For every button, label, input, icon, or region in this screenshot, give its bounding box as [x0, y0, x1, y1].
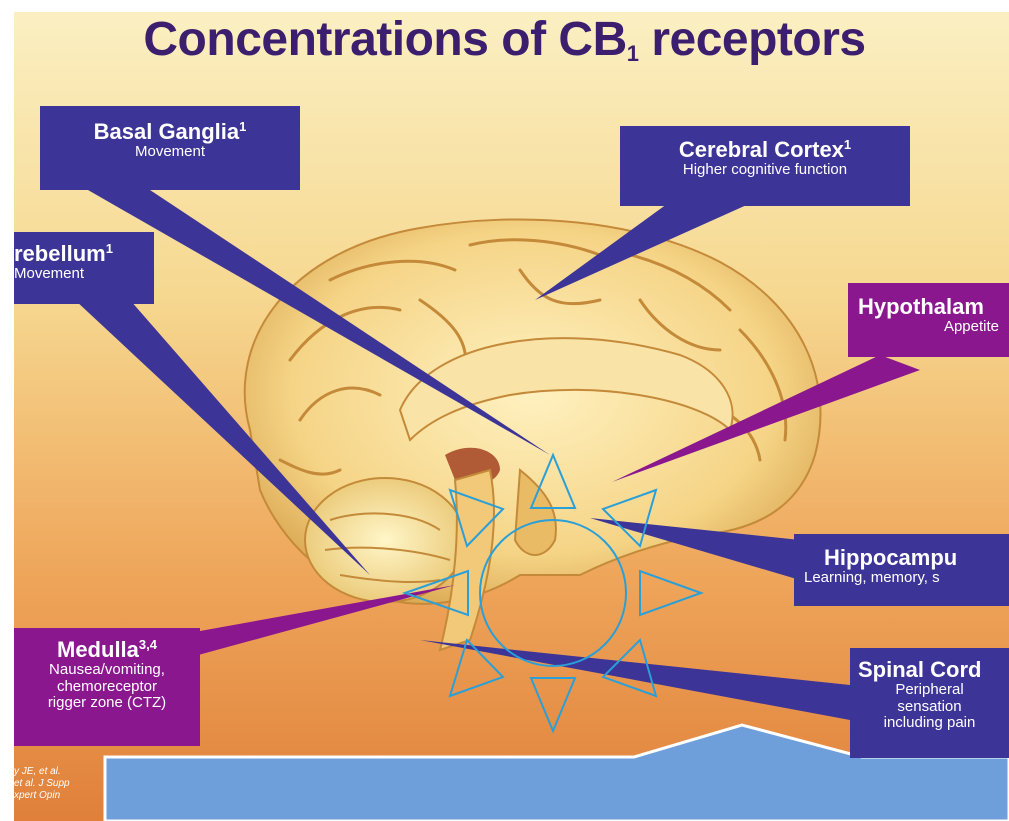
citation-text: y JE, et al. et al. J Supp xpert Opin [14, 766, 70, 802]
medulla-callout: Medulla3,4 Nausea/vomiting, chemorecepto… [14, 628, 200, 746]
hypothalamus-callout: Hypothalam Appetite [848, 283, 1009, 357]
spinal-cord-callout: Spinal Cord Peripheral sensation includi… [850, 648, 1009, 758]
cerebral-cortex-callout: Cerebral Cortex1 Higher cognitive functi… [620, 126, 910, 206]
basal-ganglia-callout: Basal Ganglia1 Movement [40, 106, 300, 190]
slide-title: Concentrations of CB1 receptors [0, 12, 1009, 67]
cerebellum-callout: rebellum1 Movement [14, 232, 154, 304]
hippocampus-callout: Hippocampu Learning, memory, s [794, 534, 1009, 606]
